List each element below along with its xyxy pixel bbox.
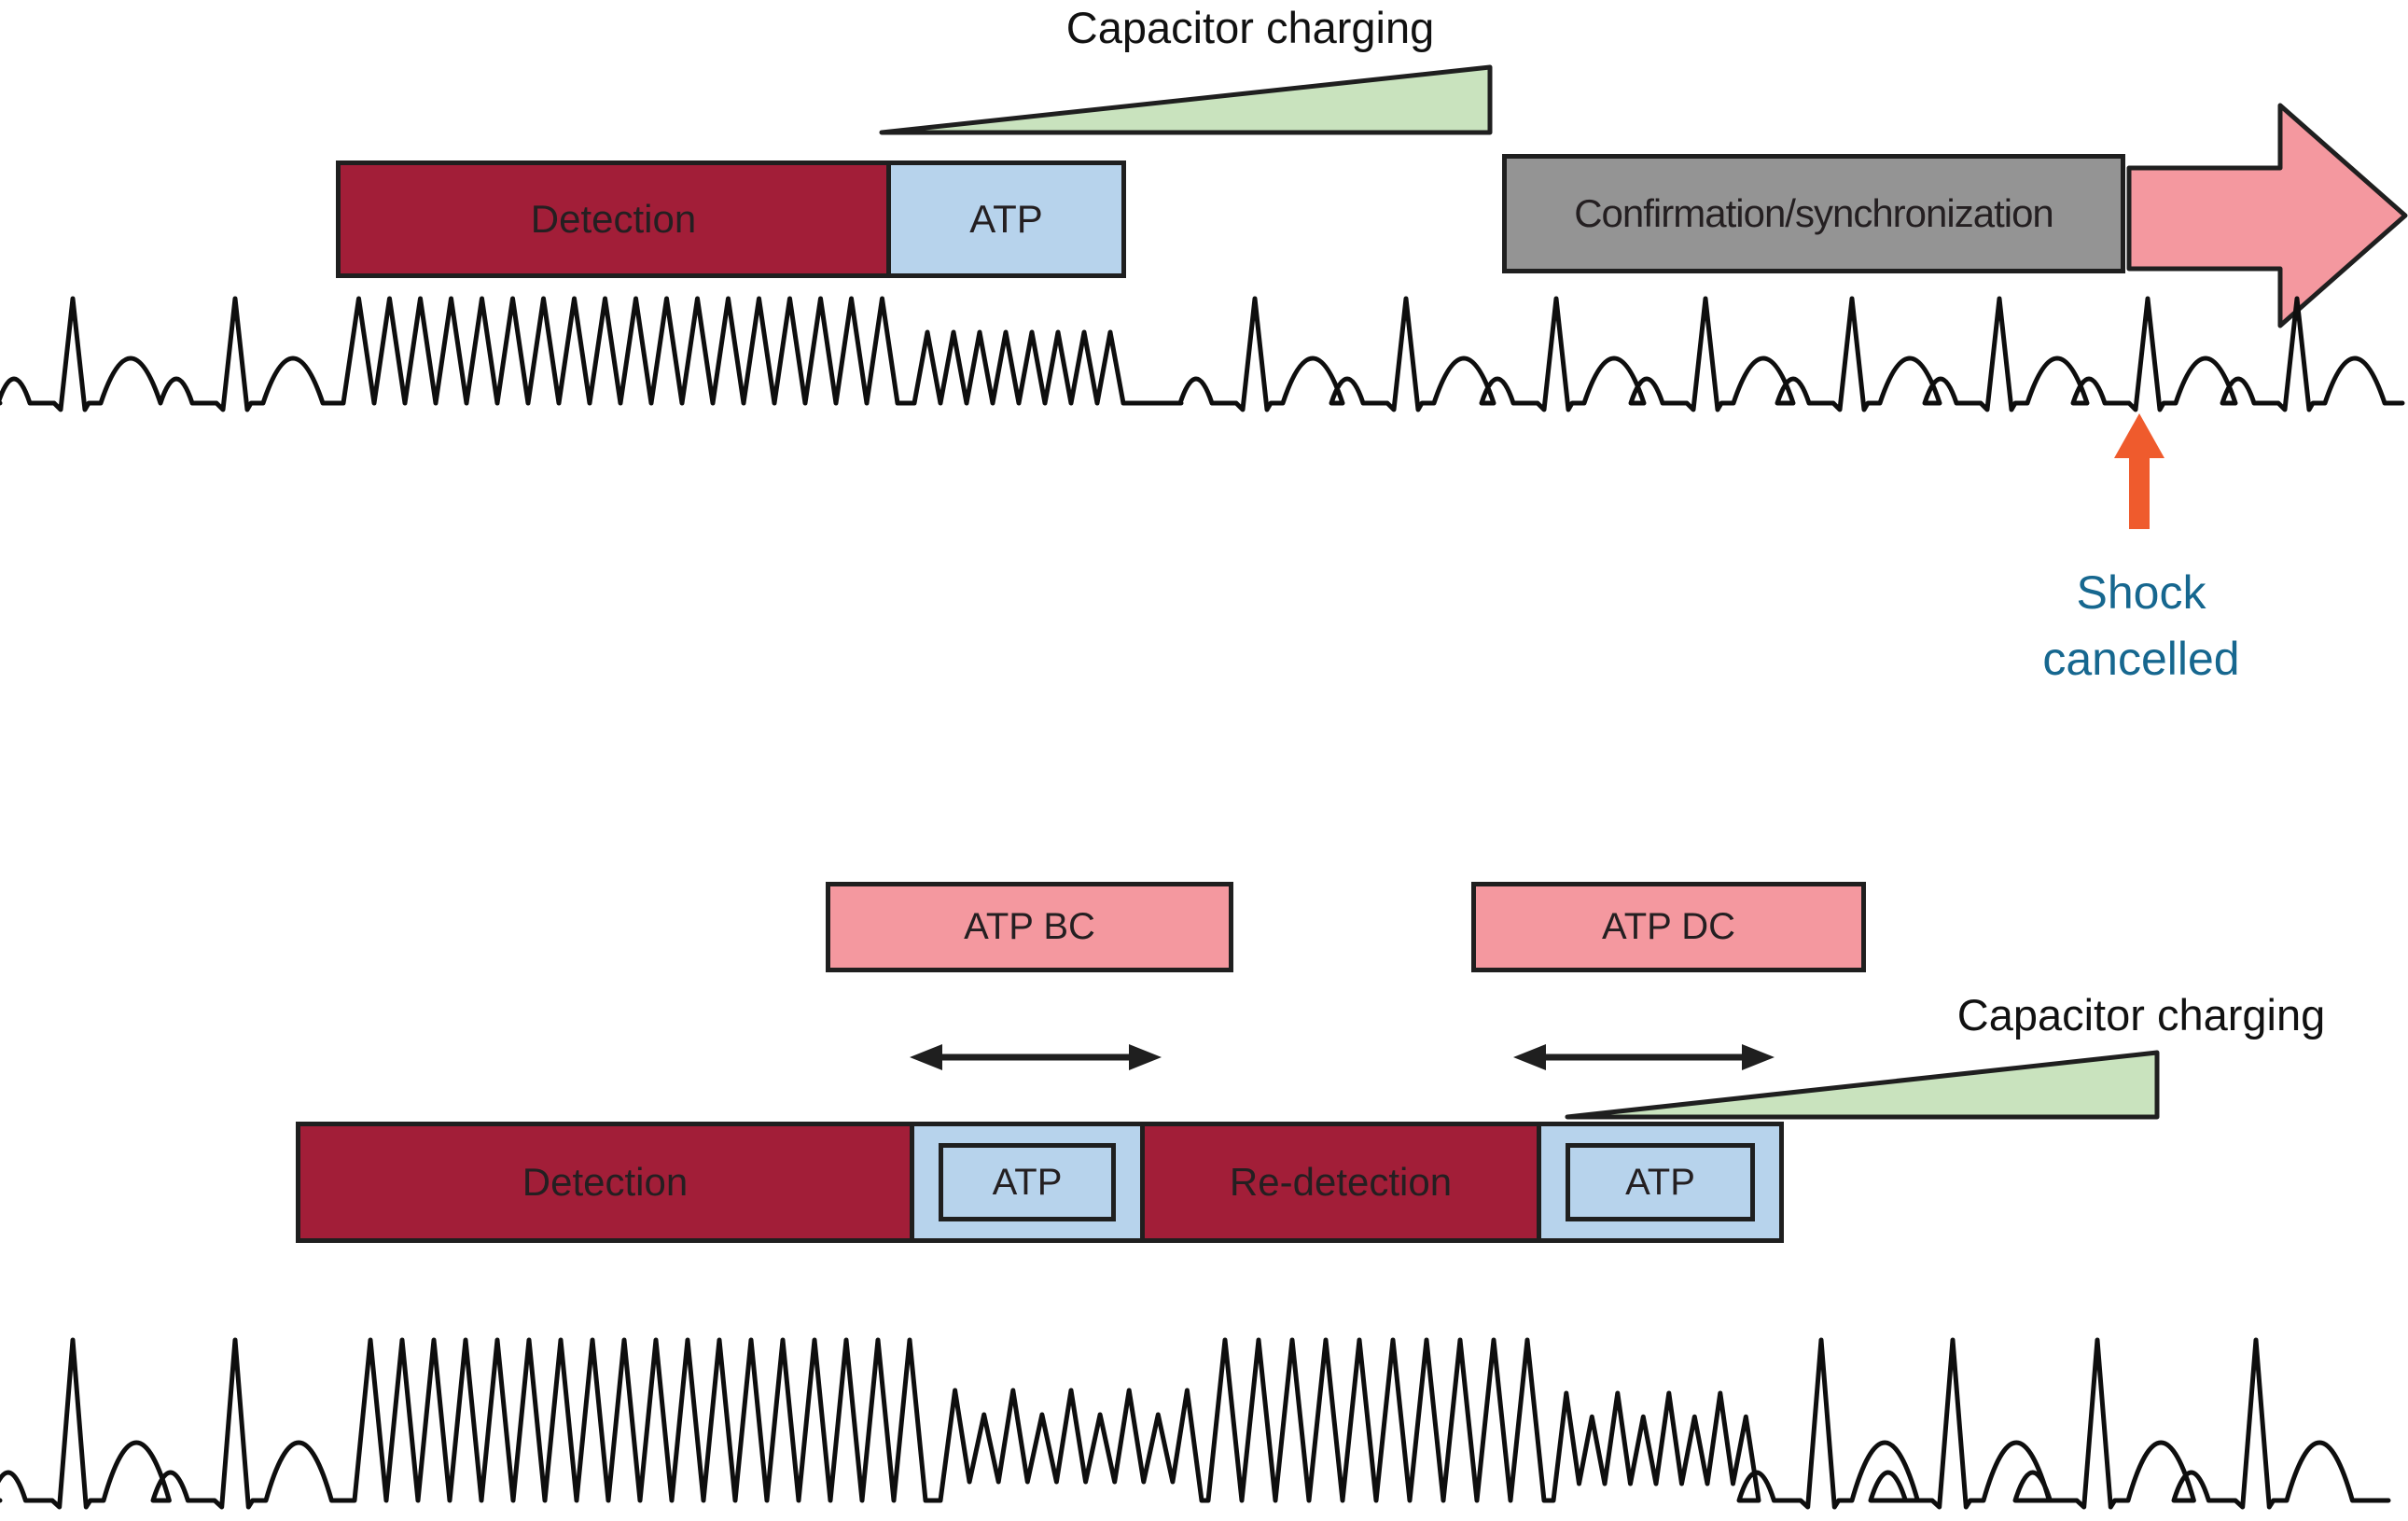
ecg-trace-top <box>0 296 2405 412</box>
atp-label-first: ATP <box>992 1161 1063 1203</box>
confirmation-label: Confirmation/synchronization <box>1574 191 2054 235</box>
atp-segment-second: ATP <box>1541 1122 1784 1243</box>
shock-cancelled-label: Shock cancelled <box>2042 566 2240 685</box>
double-arrow-icon-bc <box>910 1044 1162 1070</box>
re-detection-box: Re-detection <box>1145 1122 1541 1243</box>
ecg-trace-bottom <box>0 1337 2391 1510</box>
atp-box-top: ATP <box>891 160 1126 278</box>
capacitor-charging-label-top: Capacitor charging <box>1065 3 1435 52</box>
capacitor-charging-label-bottom: Capacitor charging <box>1956 990 2326 1040</box>
detection-box-bottom: Detection <box>296 1122 914 1243</box>
double-arrow-icon-dc <box>1513 1044 1775 1070</box>
detection-label-top: Detection <box>530 197 697 241</box>
capacitor-charging-ramp-icon-top <box>879 64 1493 135</box>
atp-label-top: ATP <box>969 197 1043 241</box>
atp-label-second: ATP <box>1625 1161 1695 1203</box>
confirmation-box: Confirmation/synchronization <box>1502 154 2125 273</box>
atp-dc-label: ATP DC <box>1602 906 1735 947</box>
atp-dc-box: ATP DC <box>1471 882 1866 972</box>
detection-box-top: Detection <box>336 160 891 278</box>
detection-label-bottom: Detection <box>522 1160 689 1204</box>
atp-bc-label: ATP BC <box>964 906 1095 947</box>
atp-inner-box-first: ATP <box>939 1143 1116 1221</box>
re-detection-label: Re-detection <box>1229 1160 1453 1204</box>
atp-inner-box-second: ATP <box>1566 1143 1755 1221</box>
capacitor-charging-ramp-icon-bottom <box>1565 1050 2160 1120</box>
atp-segment-first: ATP <box>914 1122 1145 1243</box>
atp-bc-box: ATP BC <box>826 882 1233 972</box>
